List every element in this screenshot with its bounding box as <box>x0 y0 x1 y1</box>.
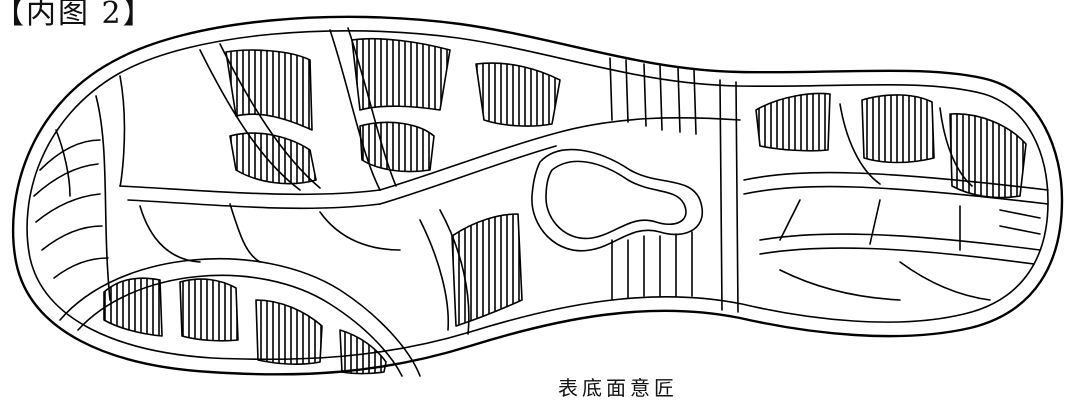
sole-outline <box>12 15 1064 376</box>
figure-caption: 表底面意匠 <box>558 376 678 400</box>
figure-title: 【内图 2】 <box>0 0 155 31</box>
